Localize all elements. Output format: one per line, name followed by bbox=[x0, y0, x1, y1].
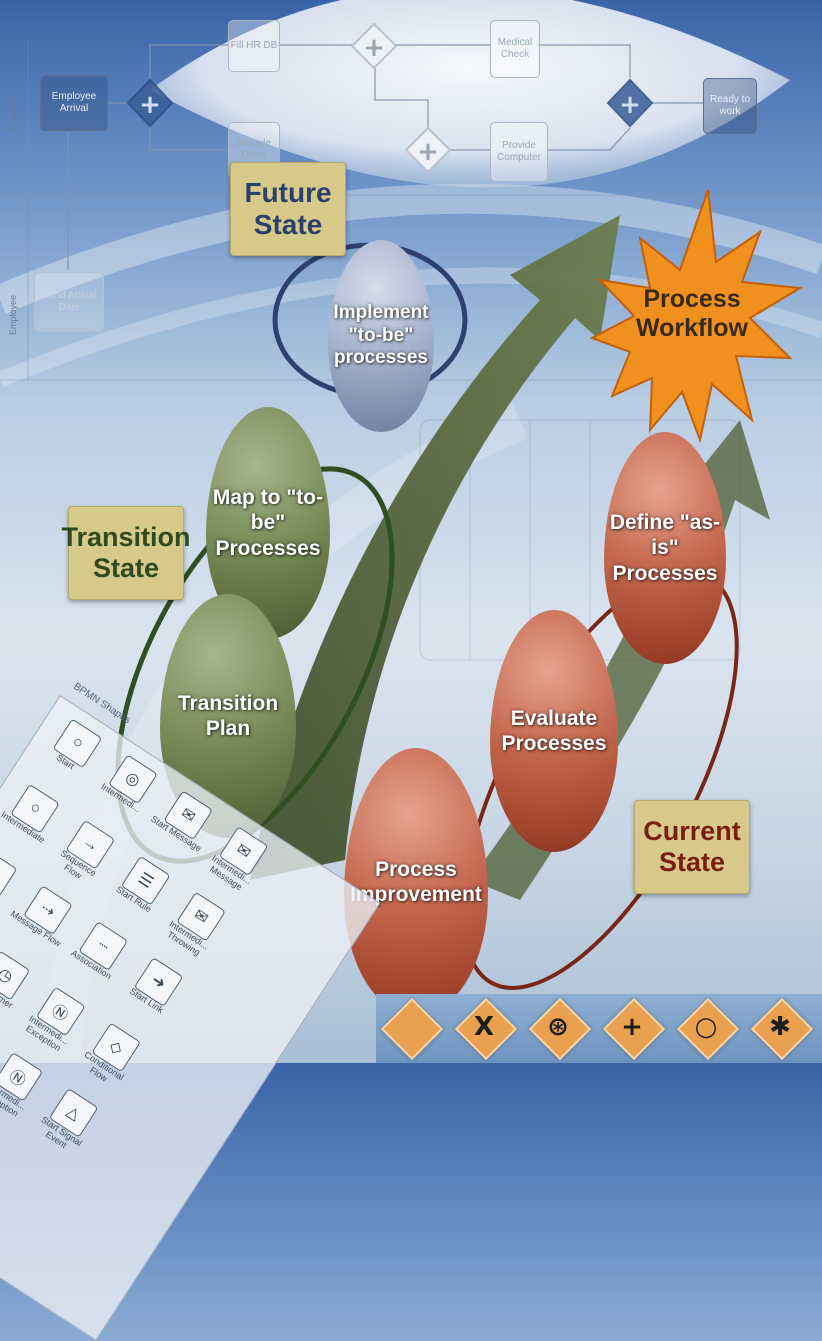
task-send-arrival-date: Send Arrival Date bbox=[34, 272, 104, 332]
task-medical-check: Medical Check bbox=[490, 20, 540, 78]
bpmn-shapes-palette: BPMN Shapes ○Start◎Intermedi...✉Start Me… bbox=[0, 655, 380, 1065]
svg-text:+: + bbox=[363, 33, 385, 63]
gateway-symbol: ✱ bbox=[754, 1001, 806, 1053]
task-provide-computer: Provide Computer bbox=[490, 122, 548, 182]
exclusive-gateway-icon[interactable] bbox=[384, 1001, 440, 1057]
palette-shape-icon: ✱ bbox=[0, 1117, 1, 1167]
data-based-exclusive-gateway-icon[interactable]: X bbox=[458, 1001, 514, 1057]
inclusive-gateway-icon[interactable]: ○ bbox=[680, 1001, 736, 1057]
gateway-symbol: ⊛ bbox=[532, 1001, 584, 1053]
gateway-symbol: + bbox=[606, 1001, 658, 1053]
svg-text:+: + bbox=[417, 137, 439, 167]
complex-gateway-icon[interactable]: ✱ bbox=[754, 1001, 810, 1057]
task-ready-to-work: Ready to work bbox=[703, 78, 757, 134]
gateway-symbol: X bbox=[458, 1001, 510, 1053]
palette-shape-icon: ✉ bbox=[0, 849, 17, 899]
palette-shape-icon: ◷ bbox=[0, 951, 30, 1001]
bpmn-shapes-panel: BPMN Shapes ○Start◎Intermedi...✉Start Me… bbox=[0, 695, 380, 1341]
parallel-gateway-icon[interactable]: + bbox=[606, 1001, 662, 1057]
task-fill-hr-db: Fill HR DB bbox=[228, 20, 280, 72]
svg-text:+: + bbox=[619, 90, 641, 120]
palette-shape[interactable]: ✱Intermedi... Multiple bbox=[0, 1108, 13, 1191]
process-workflow-label: Process Workflow bbox=[622, 285, 762, 343]
task-employee-arrival: Employee Arrival bbox=[40, 75, 108, 131]
svg-text:+: + bbox=[139, 90, 161, 120]
gateway-symbol bbox=[384, 1001, 436, 1053]
transition-state-label: Transition State bbox=[68, 506, 184, 600]
gateway-toolbar: X ⊛ + ○ ✱ bbox=[376, 994, 822, 1063]
lane-label-employee: Employee bbox=[8, 295, 18, 335]
event-based-gateway-icon[interactable]: ⊛ bbox=[532, 1001, 588, 1057]
gateway-symbol: ○ bbox=[680, 1001, 732, 1053]
future-state-label: Future State bbox=[230, 162, 346, 256]
current-state-label: Current State bbox=[634, 800, 750, 894]
lane-label-employer: Employer bbox=[8, 94, 18, 132]
